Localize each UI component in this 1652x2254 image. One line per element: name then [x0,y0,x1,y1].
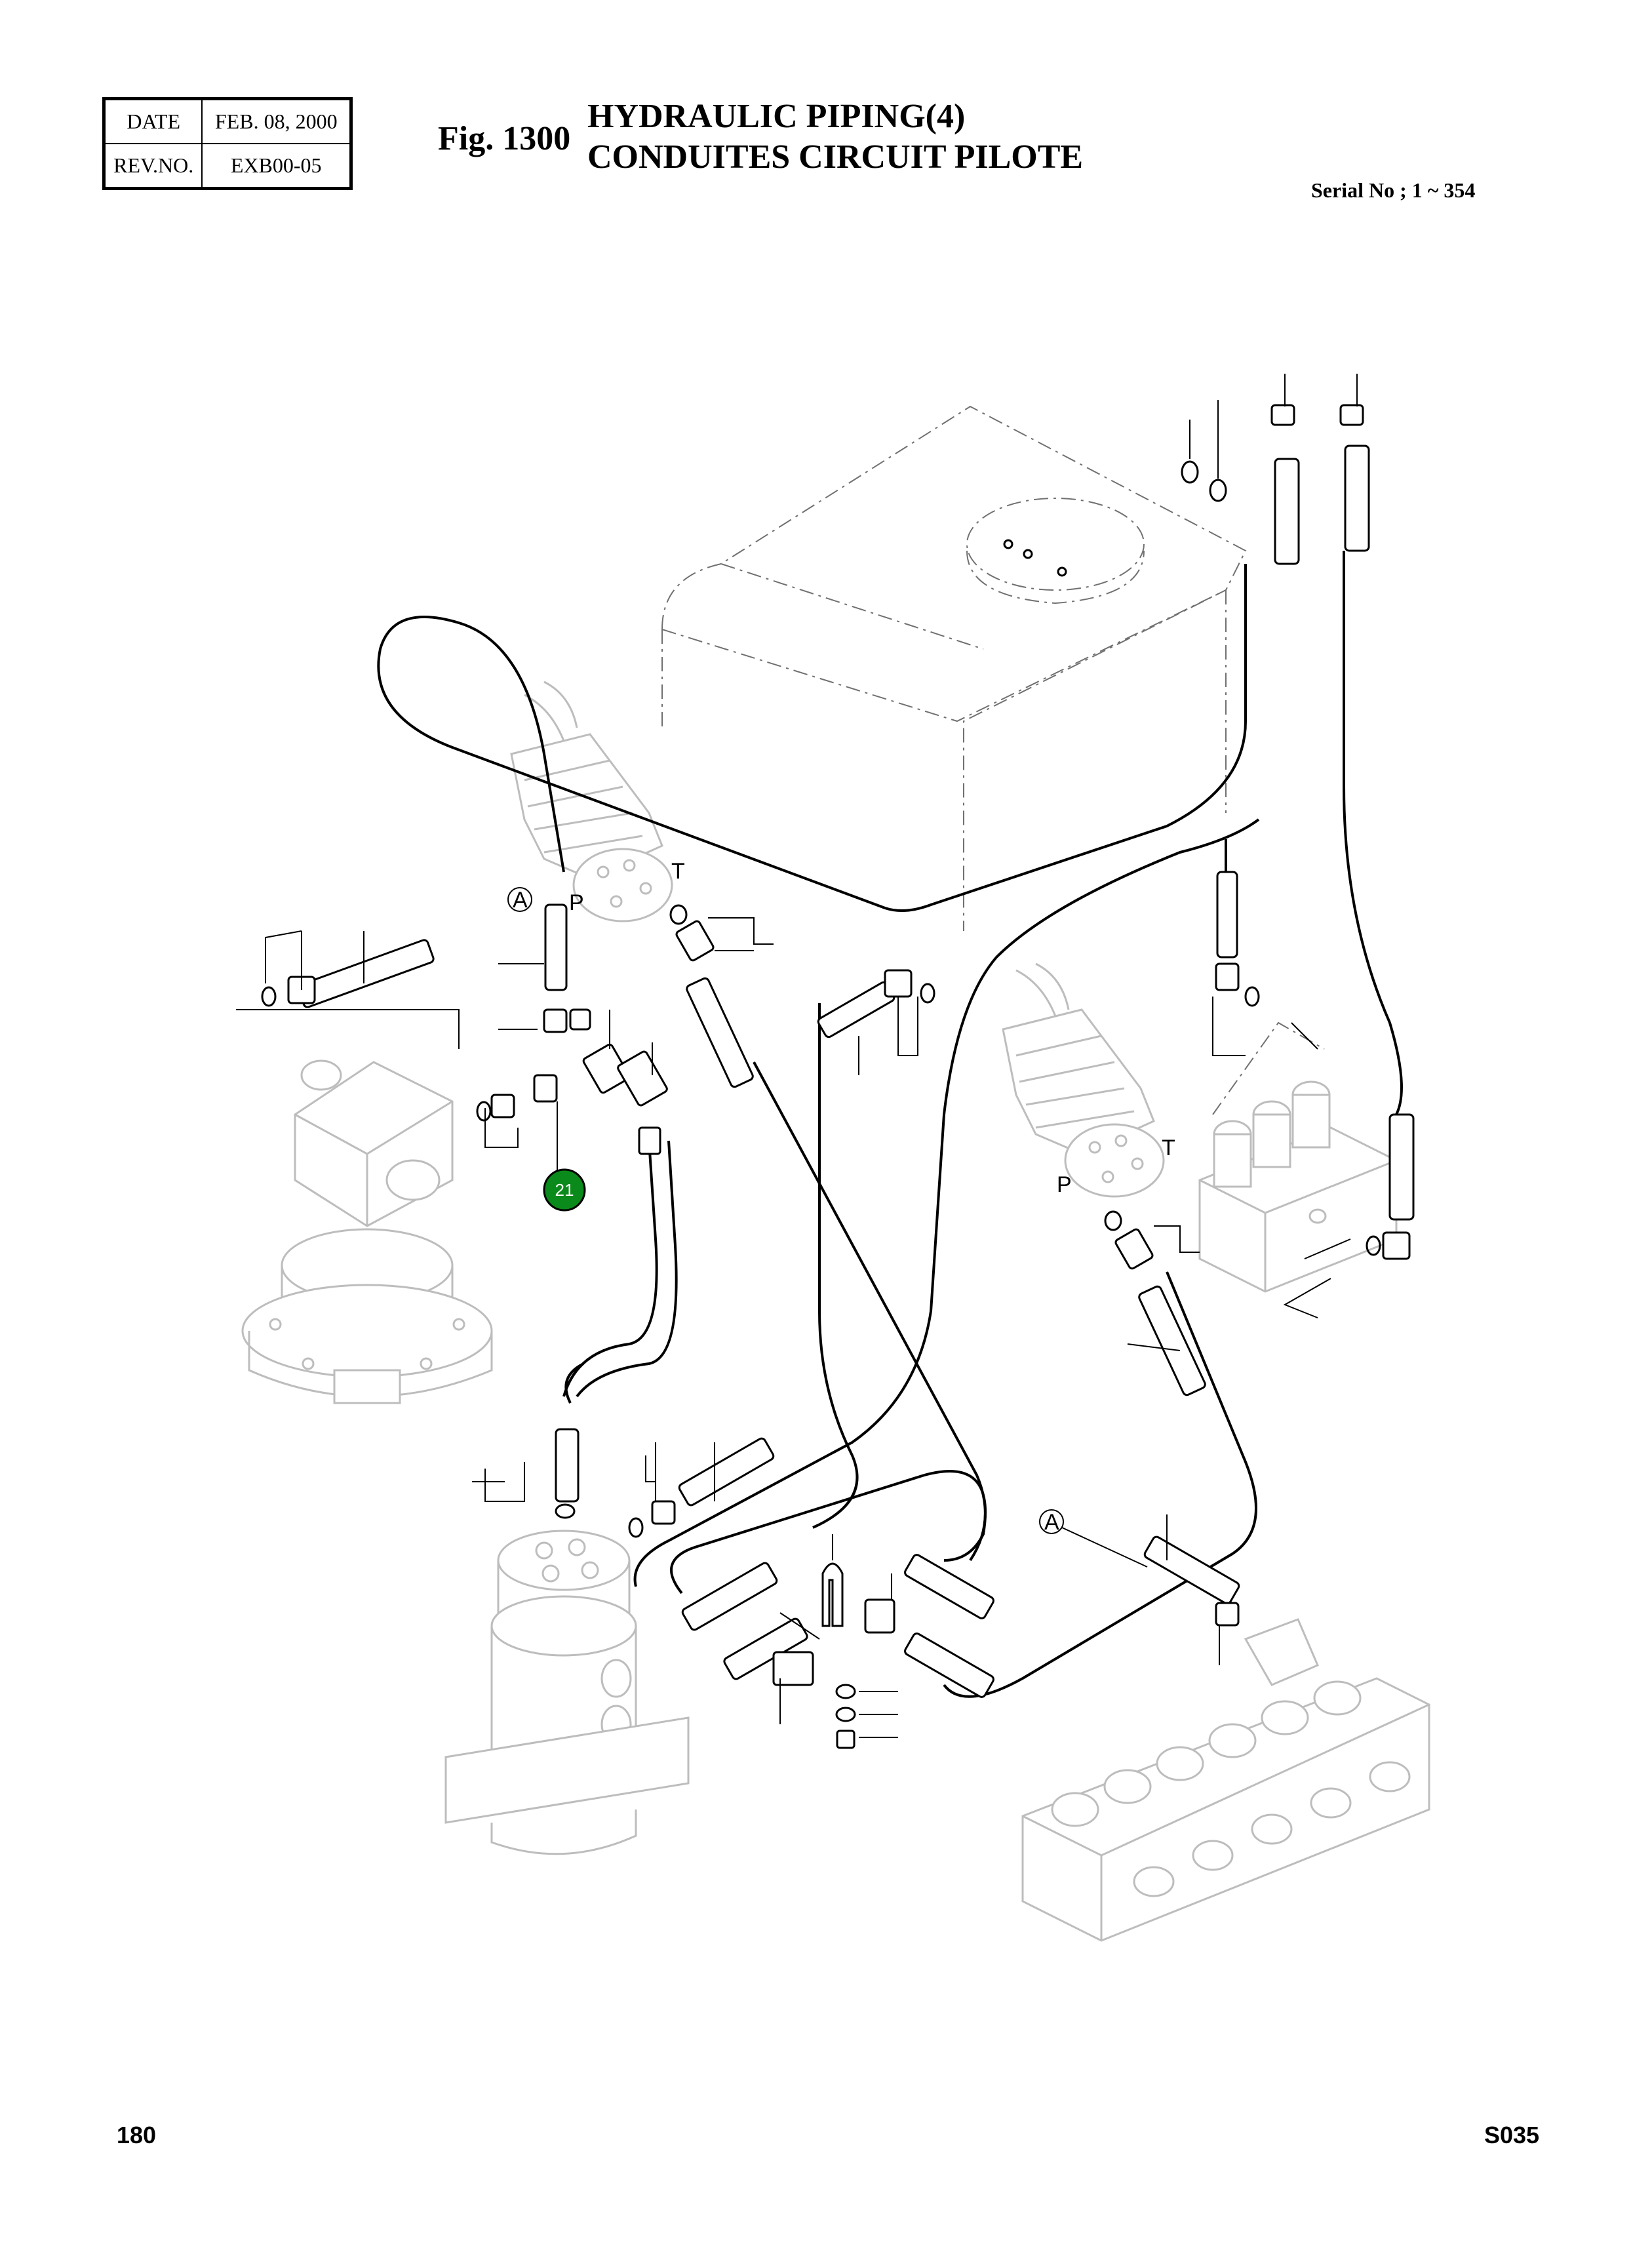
right-pilot-valve [1002,962,1165,1198]
center-joint [444,1530,690,1855]
main-control-valve [1021,1618,1430,1942]
rev-value: EXB00-05 [201,143,352,189]
figure-title-english: HYDRAULIC PIPING(4) [587,98,966,135]
date-value: FEB. 08, 2000 [201,98,352,144]
page-number: 180 [117,2122,157,2148]
figure-title-french: CONDUITES CIRCUIT PILOTE [587,138,1084,176]
solenoid-valve-block [1198,1021,1398,1293]
serial-range: Serial No ; 1 ~ 354 [1311,178,1476,202]
left-pilot-valve [510,681,673,922]
date-label: DATE [103,98,203,144]
port-t-left: T [671,859,685,884]
hydraulic-tank [661,405,1247,931]
port-p-right: P [1057,1172,1072,1197]
document-code: S035 [1484,2122,1540,2148]
port-t-right: T [1162,1136,1175,1160]
callout-21[interactable]: 21 [543,1168,586,1212]
port-a-left: A [513,888,528,913]
revision-table: DATE FEB. 08, 2000 REV.NO. EXB00-05 [102,97,353,190]
callout-21-number: 21 [555,1180,574,1200]
callout-21-badge[interactable] [543,1168,586,1212]
rev-label: REV.NO. [103,143,203,189]
leader-lines [236,374,1358,1738]
port-labels: A P T P T A [507,859,1175,1535]
adapters-and-orings [261,404,1411,1749]
figure-number: Fig. 1300 [438,120,571,157]
port-p-left: P [569,890,584,915]
hose-fittings [297,445,1415,1698]
port-a-lower: A [1044,1510,1059,1535]
swing-motor [241,1059,493,1404]
pilot-hoses [377,551,1403,1698]
